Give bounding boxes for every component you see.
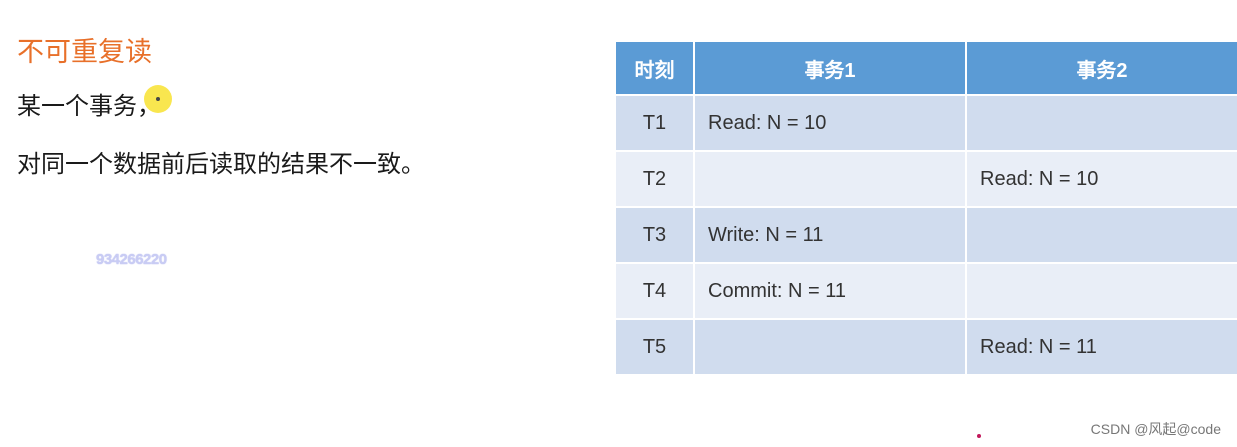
pointer-highlight-icon (144, 85, 172, 113)
tx2-cell (965, 262, 1237, 320)
tx2-cell: Read: N = 11 (965, 318, 1237, 376)
header-time: 时刻 (614, 40, 695, 96)
tx1-cell: Commit: N = 11 (693, 262, 967, 320)
tx2-cell: Read: N = 10 (965, 150, 1237, 208)
time-cell: T4 (614, 262, 695, 320)
watermark-text: 934266220 (96, 251, 167, 268)
time-cell: T3 (614, 206, 695, 264)
tx2-cell (965, 94, 1237, 152)
table-row: T4 Commit: N = 11 (614, 262, 1237, 320)
slide-title: 不可重复读 (17, 37, 152, 68)
time-cell: T2 (614, 150, 695, 208)
time-cell: T1 (614, 94, 695, 152)
tx1-cell: Read: N = 10 (693, 94, 967, 152)
table-row: T1 Read: N = 10 (614, 94, 1237, 152)
transaction-table: 时刻 事务1 事务2 T1 Read: N = 10 T2 Read: N = … (614, 40, 1237, 376)
description-line-1: 某一个事务， (17, 92, 161, 120)
marker-dot (977, 434, 981, 438)
description-line-2: 对同一个数据前后读取的结果不一致。 (17, 150, 425, 178)
tx1-cell: Write: N = 11 (693, 206, 967, 264)
table-header-row: 时刻 事务1 事务2 (614, 40, 1237, 96)
tx1-cell (693, 150, 967, 208)
table-row: T2 Read: N = 10 (614, 150, 1237, 208)
header-tx2: 事务2 (965, 40, 1237, 96)
tx2-cell (965, 206, 1237, 264)
header-tx1: 事务1 (693, 40, 967, 96)
table-row: T5 Read: N = 11 (614, 318, 1237, 376)
table-row: T3 Write: N = 11 (614, 206, 1237, 264)
footer-credit: CSDN @风起@code (1090, 421, 1221, 437)
tx1-cell (693, 318, 967, 376)
time-cell: T5 (614, 318, 695, 376)
